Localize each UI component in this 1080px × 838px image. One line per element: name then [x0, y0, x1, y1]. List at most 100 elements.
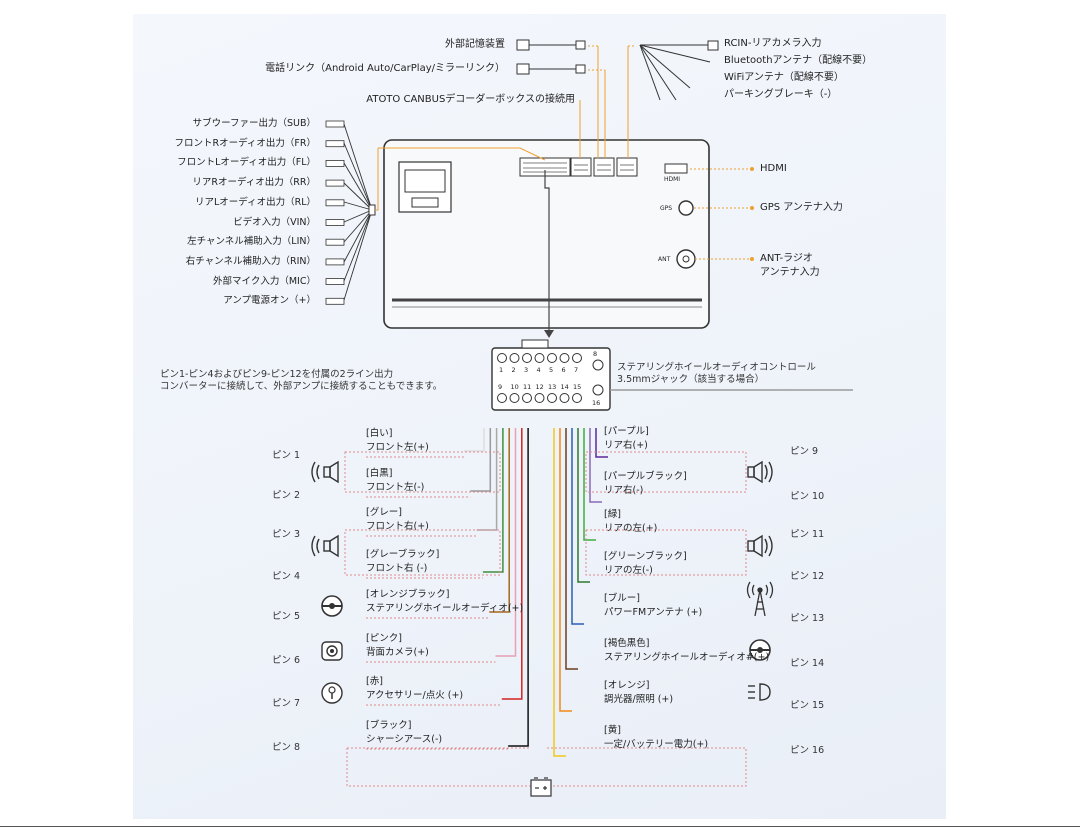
wire-function-label: フロント右 (-) [366, 563, 428, 574]
pin-hole [559, 353, 570, 363]
pin-number-label: ピン 7 [272, 698, 301, 709]
pin-number-label: ピン 4 [272, 571, 301, 582]
wire-color-label: [パープル] [604, 426, 649, 437]
wire-color-label: [グレーブラック] [366, 549, 440, 560]
rca-label: アンプ電源オン（+） [223, 295, 316, 307]
wire-function-label: 背面カメラ(+) [366, 647, 429, 658]
ant-label-line1: ANT-ラジオ [760, 253, 813, 264]
pin-number: 5 [549, 366, 553, 374]
wire-function-label: 調光器/照明 (+) [604, 694, 674, 705]
wire-right [583, 428, 596, 541]
rca-label: サブウーファー出力（SUB） [192, 118, 316, 129]
pin-number: 1 [499, 366, 503, 374]
pin-number-label: ピン 8 [272, 742, 301, 753]
rca-label: 左チャンネル補助入力（LIN） [187, 236, 316, 248]
ignition-icon [321, 682, 343, 704]
battery-icon [530, 777, 552, 797]
wire-right [565, 428, 578, 670]
wire-right [571, 428, 584, 625]
wire-function-label: シャーシアース(-) [366, 734, 443, 745]
phone-usb-plug [516, 63, 530, 75]
pin-number-label: ピン 10 [790, 491, 825, 502]
pin-number: 6 [562, 366, 566, 374]
rca-plug [325, 238, 345, 246]
wire-color-label: [赤] [366, 676, 383, 687]
pin-number: 13 [548, 383, 556, 391]
rca-plug [325, 297, 345, 305]
wire-function-label: リアの左(+) [604, 523, 658, 534]
rca-label: 外部マイク入力（MIC） [213, 275, 316, 287]
pin-number: 11 [523, 383, 531, 391]
ant-mark: ANT [658, 256, 671, 263]
wire-left [495, 428, 517, 657]
wire-function-label: パワーFMアンテナ (+) [604, 607, 703, 618]
pin-number: 9 [498, 383, 502, 391]
wire-right [553, 428, 566, 757]
wire-right [577, 428, 590, 583]
rca-plug [325, 278, 345, 286]
pin-number: 3 [524, 366, 528, 374]
pin-number-label: ピン 3 [272, 529, 301, 540]
gps-mark: GPS [660, 205, 673, 212]
bottom-rule [0, 826, 1080, 827]
wire-color-label: [ブラック] [366, 720, 412, 731]
right-note-line2: 3.5mmジャック（該当する場合） [617, 374, 765, 385]
wire-function-label: アクセサリー/点火 (+) [366, 690, 464, 701]
pin-number: 10 [511, 383, 519, 391]
pin-number-label: ピン 1 [272, 450, 301, 461]
pin-hole [547, 393, 557, 403]
left-note-line1: ピン1-ピン4およびピン9-ピン12を付属の2ライン出力 [160, 369, 394, 380]
rca-label: リアLオーディオ出力（RL） [194, 196, 316, 208]
phone-link-label: 電話リンク（Android Auto/CarPlay/ミラーリンク） [265, 63, 505, 74]
left-note-line2: コンバーターに接続して、外部アンプに接続することもできます。 [160, 381, 443, 392]
wire-color-label: [グリーンブラック] [604, 551, 687, 562]
rca-plug [325, 258, 345, 266]
pin-hole [497, 353, 507, 363]
wire-color-label: [オレンジブラック] [366, 589, 450, 600]
wire-function-label: フロント右(+) [366, 521, 429, 532]
rcin-connector [616, 157, 638, 177]
pin-number-label: ピン 13 [790, 613, 825, 624]
hdmi-port [664, 163, 688, 174]
ant-port [676, 249, 696, 269]
canbus-label: ATOTO CANBUSデコーダーボックスの接続用 [366, 94, 575, 105]
gps-label: GPS アンテナ入力 [760, 202, 843, 213]
pin-number: 15 [573, 383, 581, 391]
pin-number-label: ピン 11 [790, 529, 825, 540]
pin-number-16: 16 [592, 399, 600, 407]
usb-connector-1 [570, 157, 592, 177]
pin-number-label: ピン 14 [790, 658, 825, 669]
wire-function-label: リア右(-) [604, 485, 644, 496]
ant-label-line2: アンテナ入力 [760, 267, 820, 278]
wire-left [489, 428, 510, 613]
wire-function-label: フロント左(-) [366, 482, 425, 493]
hdmi-mark: HDMI [664, 176, 681, 183]
pin-hole [497, 393, 507, 403]
wire-right [595, 428, 608, 458]
pin-number-label: ピン 5 [272, 611, 301, 622]
rca-label: フロントLオーディオ出力（FL） [177, 157, 316, 169]
storage-label: 外部記憶装置 [445, 39, 505, 50]
pin-hole [522, 393, 532, 403]
antenna-icon [746, 581, 774, 617]
wire-color-label: [ブルー] [604, 593, 640, 604]
gps-port [678, 200, 694, 216]
pin-hole [572, 393, 582, 403]
usb-connector-2 [593, 157, 615, 177]
wire-color-label: [グレー] [366, 507, 402, 518]
speaker-icon [311, 534, 339, 558]
top-right-label: RCIN-リアカメラ入力 [724, 38, 822, 49]
head-unit [383, 139, 710, 329]
pin-hole [509, 393, 520, 403]
wire-function-label: リア右(+) [604, 440, 648, 451]
wire-function-label: 一定/バッテリー電力(+) [604, 739, 709, 750]
rcin-plug [707, 40, 719, 51]
wire-left [464, 428, 485, 452]
pin-number: 4 [537, 366, 541, 374]
wire-color-label: [白黒] [366, 468, 393, 479]
speaker-icon [311, 460, 339, 484]
wire-right [589, 428, 602, 503]
top-right-label: パーキングブレーキ（-） [724, 89, 838, 100]
pin-hole [522, 353, 532, 363]
